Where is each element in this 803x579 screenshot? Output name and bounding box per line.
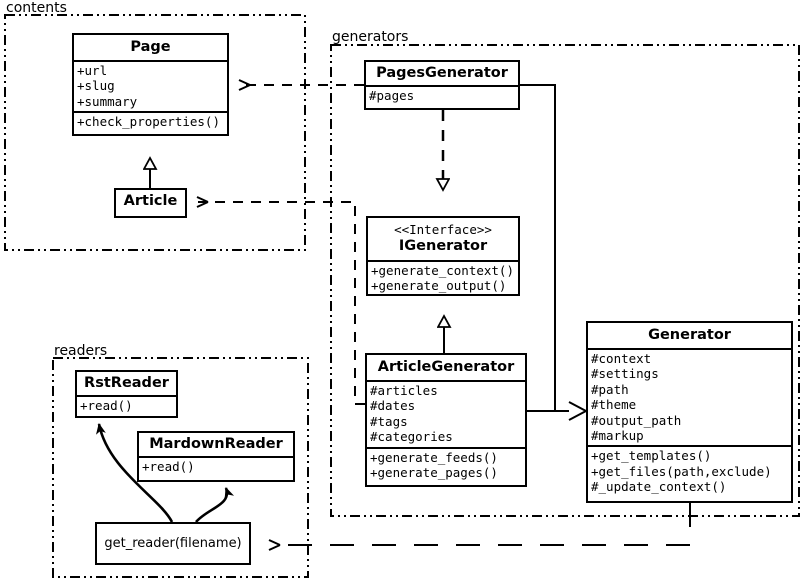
articlegenerator-uses-article-connector <box>196 196 365 405</box>
attribute: +url <box>77 63 108 78</box>
generator-class-methods: +get_templates() +get_files(path,exclude… <box>588 445 791 496</box>
method: +generate_feeds() <box>370 449 498 465</box>
rstreader-class-methods: +read() <box>77 395 176 415</box>
pagesgenerator-aggregates-generator-connector <box>520 84 569 412</box>
attribute: #theme <box>591 397 637 413</box>
page-class[interactable]: Page +url +slug +summary +check_properti… <box>72 33 229 136</box>
generator-class[interactable]: Generator #context #settings #path #them… <box>586 321 793 503</box>
pagesgenerator-class-attributes: #pages <box>366 85 518 105</box>
pagesgenerator-class-title: PagesGenerator <box>376 65 508 81</box>
igenerator-stereotype: <<Interface>> <box>394 222 492 237</box>
method: +get_files(path,exclude) <box>591 463 772 479</box>
articlegenerator-class-methods: +generate_feeds() +generate_pages() <box>367 446 525 483</box>
attribute: #tags <box>370 413 408 429</box>
pagesgenerator-class[interactable]: PagesGenerator #pages <box>364 60 520 110</box>
articlegenerator-aggregates-generator-connector <box>527 401 589 421</box>
get-reader-returns-rstreader-connector <box>96 423 174 523</box>
get-reader-function-label: get_reader(filename) <box>104 536 242 551</box>
mardownreader-class-title: MardownReader <box>149 436 283 452</box>
generator-uses-get-reader-connector <box>268 503 691 551</box>
readers-package-label: readers <box>54 343 108 359</box>
method: +generate_pages() <box>370 465 498 481</box>
generators-package-label: generators <box>332 29 409 45</box>
page-class-title: Page <box>130 39 171 55</box>
rstreader-class[interactable]: RstReader +read() <box>75 370 178 418</box>
igenerator-class[interactable]: <<Interface>> IGenerator +generate_conte… <box>366 216 520 296</box>
method: +generate_context() <box>371 263 514 278</box>
mardownreader-class-methods: +read() <box>139 456 293 476</box>
attribute: #categories <box>370 429 453 445</box>
attribute: +summary <box>77 93 138 109</box>
igenerator-class-methods: +generate_context() +generate_output() <box>368 260 518 296</box>
method: +check_properties() <box>77 114 220 130</box>
attribute: #output_path <box>591 412 682 428</box>
attribute: #context <box>591 351 652 366</box>
articlegenerator-class[interactable]: ArticleGenerator #articles #dates #tags … <box>365 353 527 487</box>
method: +read() <box>80 398 133 413</box>
articlegenerator-class-attributes: #articles #dates #tags #categories <box>367 380 525 447</box>
readers-package-frame <box>52 357 309 578</box>
article-class-title: Article <box>123 193 178 209</box>
page-class-methods: +check_properties() <box>74 111 227 131</box>
attribute: #settings <box>591 366 659 382</box>
method: #_update_context() <box>591 479 727 495</box>
rstreader-class-title: RstReader <box>84 375 169 391</box>
attribute: #markup <box>591 428 644 444</box>
generators-package-frame <box>330 44 800 517</box>
contents-package-label: contents <box>6 0 67 16</box>
generator-class-title: Generator <box>648 327 731 343</box>
attribute: #dates <box>370 398 416 414</box>
attribute: #articles <box>370 383 438 398</box>
articlegenerator-class-title: ArticleGenerator <box>377 359 515 375</box>
generator-class-attributes: #context #settings #path #theme #output_… <box>588 348 791 445</box>
get-reader-function[interactable]: get_reader(filename) <box>95 522 251 565</box>
get-reader-returns-mardownreader-connector <box>195 487 235 523</box>
method: +get_templates() <box>591 448 712 464</box>
page-class-attributes: +url +slug +summary <box>74 60 227 111</box>
attribute: #path <box>591 381 629 397</box>
method: +generate_output() <box>371 278 507 294</box>
igenerator-class-header: <<Interface>> IGenerator <box>368 218 518 260</box>
article-class[interactable]: Article <box>114 188 187 218</box>
igenerator-class-title: IGenerator <box>398 238 488 254</box>
attribute: #pages <box>369 88 415 103</box>
attribute: +slug <box>77 78 115 94</box>
mardownreader-class[interactable]: MardownReader +read() <box>137 431 295 482</box>
method: +read() <box>142 459 195 474</box>
contents-package-frame <box>4 14 306 251</box>
